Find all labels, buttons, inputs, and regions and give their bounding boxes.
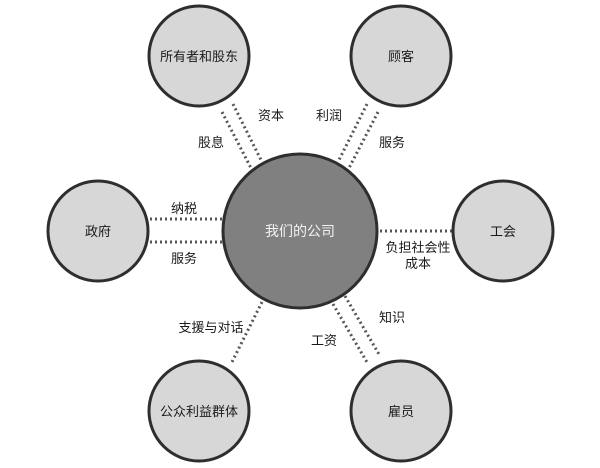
node-customers-label: 顾客	[388, 49, 414, 65]
connector-customers-a	[336, 103, 369, 163]
node-public-label: 公众利益群体	[160, 405, 238, 420]
node-government-label: 政府	[85, 225, 111, 240]
edge-union-label-line1: 负担社会性	[385, 240, 450, 256]
edge-government-out-label: 纳税	[171, 202, 197, 217]
connector-owners-b	[220, 111, 254, 171]
node-public-circle	[147, 359, 251, 463]
center-label: 我们的公司	[265, 224, 335, 240]
edge-public-label: 支援与对话	[178, 321, 243, 336]
node-employees-label: 雇员	[388, 404, 414, 420]
connector-customers-b	[346, 111, 380, 171]
edge-employees-out-label: 知识	[379, 310, 405, 326]
connectors	[150, 103, 452, 365]
node-union-label: 工会	[490, 225, 516, 240]
edge-customers-in-label: 服务	[379, 135, 405, 151]
connector-employees-a	[343, 295, 382, 357]
edge-customers-out-label: 利润	[316, 109, 342, 124]
node-owners-label: 所有者和股东	[160, 50, 238, 65]
edge-employees-in-label: 工资	[311, 334, 337, 349]
node-government-circle	[46, 179, 150, 283]
edge-union-label-line2: 成本	[405, 257, 431, 272]
connector-owners-a	[231, 103, 264, 163]
node-customers-circle	[349, 4, 453, 108]
node-union-circle	[451, 179, 555, 283]
edge-owners-out-label: 资本	[258, 109, 284, 124]
edge-government-in-label: 服务	[171, 251, 197, 267]
node-owners-circle	[147, 4, 251, 108]
connector-employees-b	[331, 303, 370, 365]
center-circle	[221, 152, 379, 310]
connector-public	[230, 301, 264, 363]
edge-owners-in-label: 股息	[198, 135, 224, 151]
node-employees-circle	[349, 359, 453, 463]
